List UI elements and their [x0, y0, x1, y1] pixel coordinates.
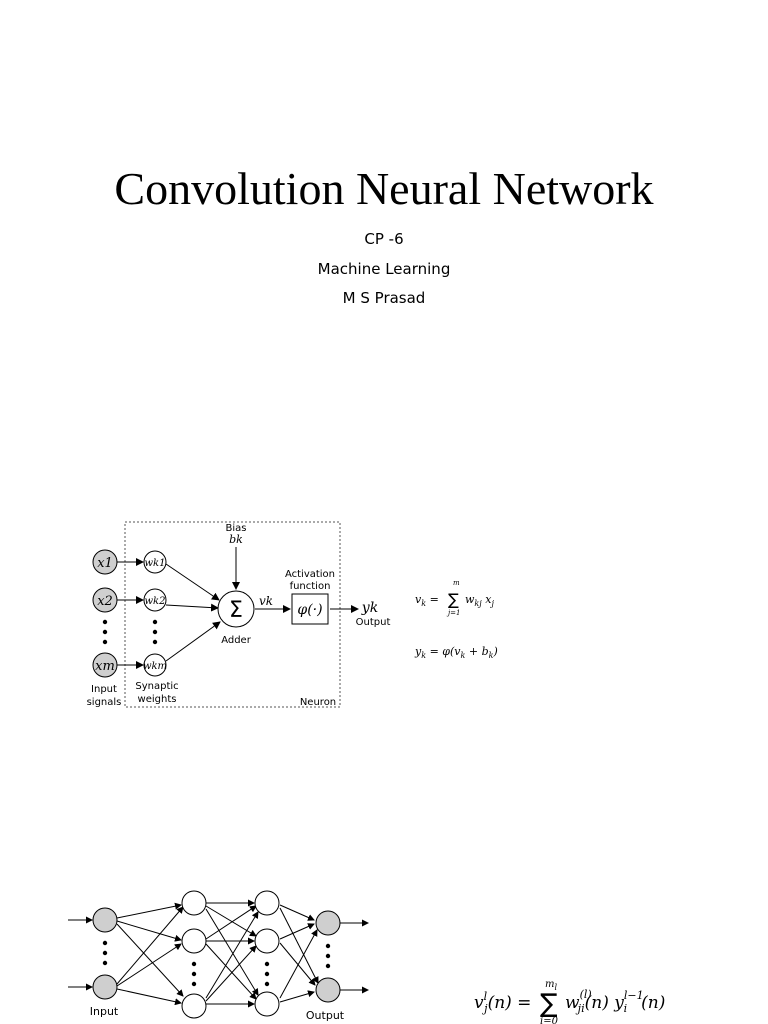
- equation-yk: yk = φ(vk + bk): [414, 645, 498, 660]
- mlp-connections: [68, 899, 369, 1008]
- bias-label: Bias: [226, 523, 247, 534]
- input-signals-label-1: Input: [91, 684, 117, 695]
- svg-text:vlj(n) =: vlj(n) =: [474, 990, 531, 1015]
- mlp-hidden-layer-1: [181, 890, 207, 1019]
- mlp-output-layer: [315, 910, 341, 1003]
- input-node-2: x2: [92, 587, 118, 613]
- weight-adder-arrows: [165, 547, 359, 662]
- svg-text:∑: ∑: [540, 989, 558, 1019]
- activation-label-2: function: [290, 581, 331, 592]
- neuron-diagram: x1 x2 xm wk1 wk2 wkm Bias: [87, 521, 391, 708]
- svg-text:w(l)ji(n) yl−1i(n): w(l)ji(n) yl−1i(n): [565, 988, 665, 1015]
- author-name: M S Prasad: [342, 289, 426, 307]
- input-node-m: xm: [92, 652, 118, 678]
- mlp-hidden-layer-2: [254, 890, 280, 1017]
- svg-text:vk =: vk =: [415, 593, 439, 608]
- svg-text:wk1: wk1: [145, 558, 166, 569]
- weight-node-1: wk1: [143, 550, 167, 574]
- svg-text:Σ: Σ: [229, 598, 243, 623]
- input-weight-arrows: [117, 558, 144, 669]
- course-code: CP -6: [364, 230, 404, 248]
- svg-text:x1: x1: [97, 556, 113, 571]
- output-symbol: yk: [361, 600, 378, 616]
- course-name: Machine Learning: [317, 260, 451, 278]
- activation-box: φ(·): [291, 593, 329, 625]
- adder-node: Σ: [217, 590, 255, 628]
- output-label: Output: [356, 617, 391, 628]
- input-signals-label-2: signals: [87, 697, 122, 708]
- mlp-diagram: Input Output: [68, 890, 369, 1022]
- weight-ellipsis: [152, 619, 158, 645]
- neuron-label: Neuron: [300, 697, 336, 708]
- synaptic-weights-label-2: weights: [138, 694, 177, 705]
- svg-text:j=1: j=1: [446, 609, 461, 617]
- svg-text:wkj xj: wkj xj: [465, 593, 494, 608]
- neuron-equations: vk = m ∑ j=1 wkj xj yk = φ(vk + bk): [414, 579, 498, 660]
- svg-text:x2: x2: [97, 594, 113, 609]
- svg-text:yk = φ(vk + bk): yk = φ(vk + bk): [414, 645, 498, 660]
- svg-text:φ(·): φ(·): [297, 602, 322, 618]
- svg-text:ml: ml: [545, 979, 557, 992]
- slide-title: Convolution Neural Network: [114, 163, 654, 214]
- svg-text:xm: xm: [95, 659, 115, 674]
- synaptic-weights-label-1: Synaptic: [135, 681, 178, 692]
- activation-label-1: Activation: [285, 569, 335, 580]
- vk-symbol: vk: [259, 594, 273, 608]
- svg-text:wk2: wk2: [145, 596, 166, 607]
- input-ellipsis: [102, 619, 108, 645]
- bias-symbol: bk: [229, 533, 243, 546]
- mlp-input-label: Input: [90, 1005, 119, 1018]
- svg-text:m: m: [453, 579, 460, 587]
- svg-text:i=0: i=0: [540, 1016, 559, 1024]
- svg-text:wkm: wkm: [143, 661, 167, 672]
- svg-text:∑: ∑: [448, 590, 459, 609]
- mlp-input-layer: [92, 907, 118, 1000]
- input-node-1: x1: [92, 549, 118, 575]
- adder-label: Adder: [221, 635, 252, 646]
- weight-node-m: wkm: [143, 653, 167, 677]
- equation-vk: vk = m ∑ j=1 wkj xj: [415, 579, 494, 617]
- weight-node-2: wk2: [143, 588, 167, 612]
- mlp-output-label: Output: [306, 1009, 345, 1022]
